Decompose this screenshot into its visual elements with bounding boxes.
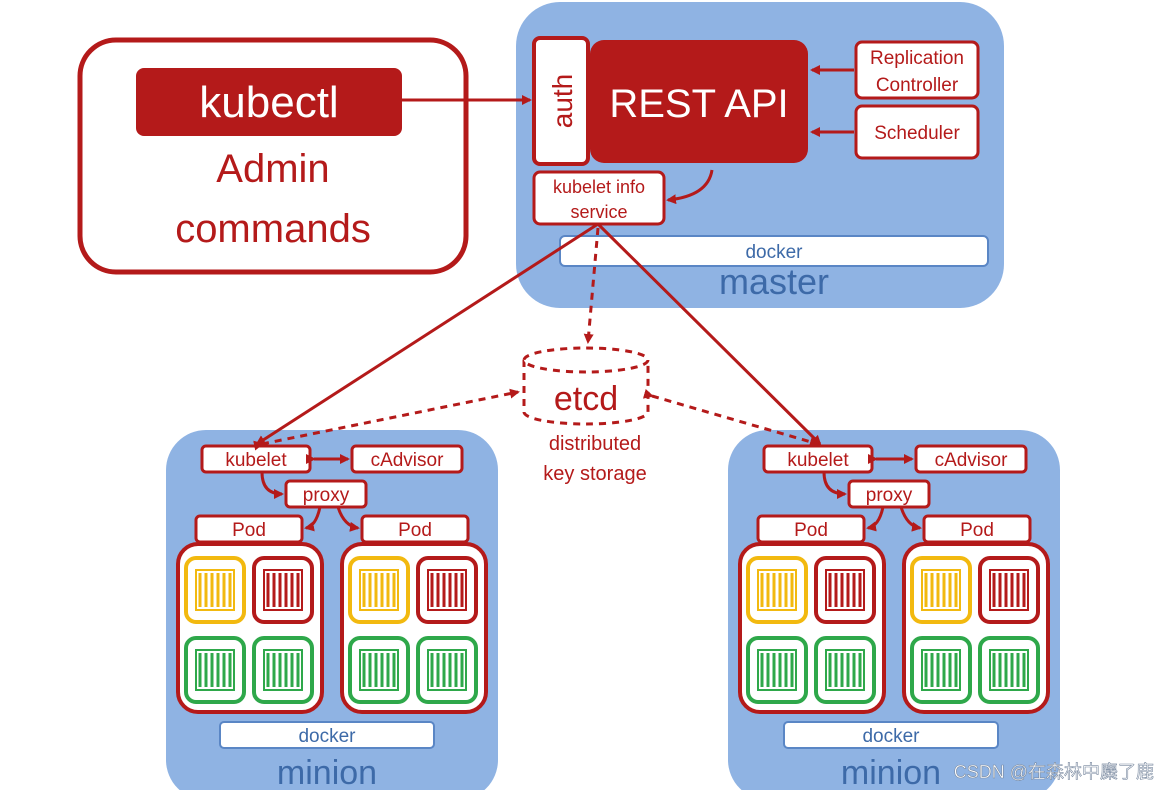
minion-label: minion [277,754,377,790]
container-icon [746,636,808,704]
csdn-watermark: CSDN @在森林中麋了鹿 [954,762,1154,782]
master-docker-bar [559,235,989,267]
container-icon [348,556,410,624]
kubelet-label: kubelet [787,450,849,471]
kubelet-info-line2: service [570,202,627,222]
cadvisor-label: cAdvisor [371,450,445,471]
proxy-to-pod-arrow [866,506,885,532]
scheduler-label: Scheduler [874,123,960,144]
kubectl-box [136,68,402,136]
auth-label: auth [547,74,578,129]
container-icon [746,556,808,624]
container-icon [348,636,410,704]
container-icon [814,636,876,704]
pod-label: Pod [398,520,432,541]
etcd-caption-line1: distributed [549,433,641,455]
proxy-label: proxy [866,485,913,506]
minion-node-left: kubelet cAdvisor proxy Pod Pod docker mi… [166,430,498,790]
cadvisor-box [914,444,1028,474]
minion-docker-bar [219,721,435,749]
etcd-to-right-kubelet-dashed-arrow [642,388,820,447]
master-label: master [719,261,829,302]
container-icon [978,636,1040,704]
cadvisor-label: cAdvisor [935,450,1009,471]
kubelet-to-proxy-arrow [260,471,284,499]
etcd-store: etcd distributed key storage [522,346,650,485]
rest-api-to-kubelet-info-arrow [666,169,714,205]
container-icon [184,636,246,704]
etcd-to-left-kubelet-dashed-arrow [253,388,520,451]
rest-api-box [590,40,808,163]
container-icon [416,556,478,624]
container-icon [910,636,972,704]
pod-label: Pod [960,520,994,541]
minion-docker-bar [783,721,999,749]
container-grid [184,556,314,704]
etcd-cylinder-top [522,346,650,374]
admin-commands-block: kubectl Admin commands [77,37,469,275]
replication-controller-box [854,40,980,100]
master-to-etcd-dashed-arrow [583,227,600,344]
container-icon [814,556,876,624]
connectors [253,65,922,532]
kubelet-to-proxy-arrow [822,471,847,499]
minion-node-right: kubelet cAdvisor proxy Pod Pod docker mi… [728,430,1060,790]
replication-controller-line1: Replication [870,48,964,69]
container-icon [252,636,314,704]
container-grid [348,556,478,704]
minion-label: minion [841,754,941,790]
admin-commands-line1: Admin [216,147,329,191]
rest-api-label: REST API [609,82,788,126]
minion-docker-label: docker [298,726,356,747]
proxy-label: proxy [303,485,350,506]
container-icon [252,556,314,624]
etcd-label: etcd [554,380,618,418]
container-grid [746,556,876,704]
auth-box [532,36,590,166]
container-icon [416,636,478,704]
proxy-to-pod-arrow [304,506,322,532]
container-icon [910,556,972,624]
kubelet-info-line1: kubelet info [553,177,645,197]
container-grid [910,556,1040,704]
scheduler-box [854,104,980,160]
container-icon [978,556,1040,624]
etcd-caption-line2: key storage [543,463,646,485]
proxy-to-pod-arrow [899,506,922,532]
proxy-box [284,479,368,509]
master-docker-label: docker [745,242,803,263]
proxy-box [847,479,931,509]
kubelet-label: kubelet [225,450,287,471]
kubectl-label: kubectl [199,78,338,127]
admin-commands-line2: commands [175,207,371,251]
minion-docker-label: docker [862,726,920,747]
container-icon [184,556,246,624]
replication-controller-line2: Controller [876,75,959,96]
proxy-to-pod-arrow [336,506,360,532]
pod-label: Pod [794,520,828,541]
pod-label: Pod [232,520,266,541]
master-node: auth REST API Replication Controller Sch… [516,2,1004,308]
